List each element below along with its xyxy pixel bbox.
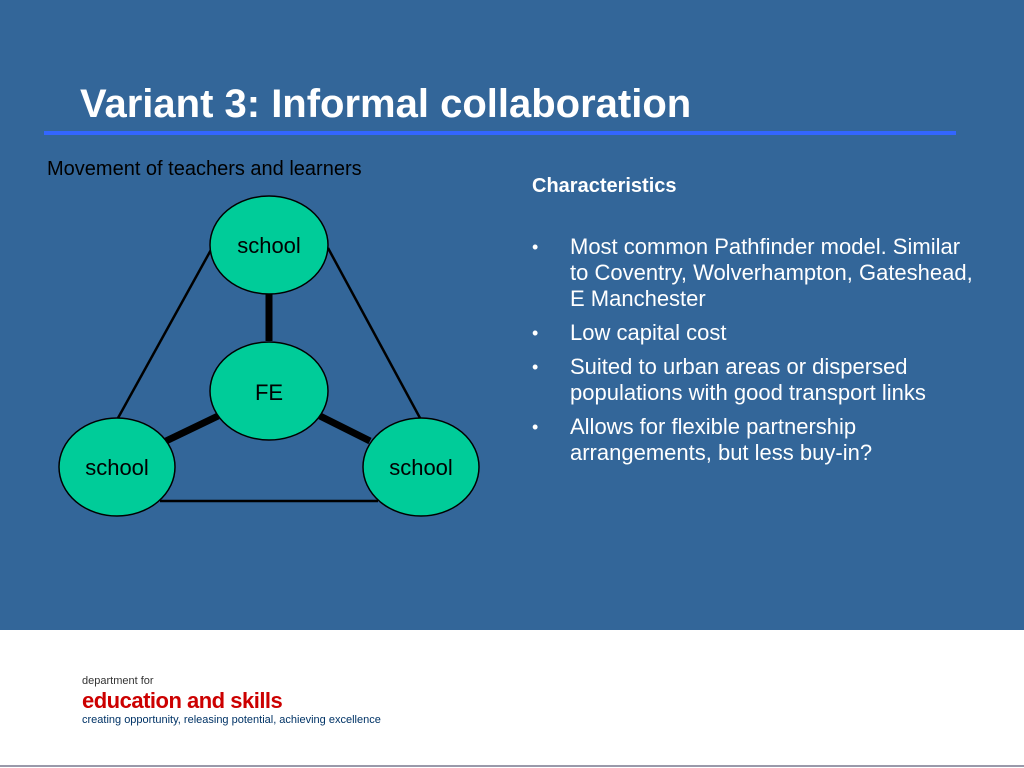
bullet-icon: • <box>532 417 539 437</box>
spoke-right-fe <box>318 412 372 445</box>
node-fe-center: FE <box>209 341 329 441</box>
slide-background: Variant 3: Informal collaboration Moveme… <box>0 0 1024 630</box>
footer-divider <box>0 765 1024 767</box>
collaboration-diagram: school FE school school <box>58 195 480 517</box>
dfes-logo: department for education and skills crea… <box>82 675 381 727</box>
title-underline <box>44 131 956 135</box>
bullet-icon: • <box>532 357 539 377</box>
list-item: • Most common Pathfinder model. Similar t… <box>532 234 982 312</box>
characteristics-list: • Most common Pathfinder model. Similar t… <box>532 234 982 466</box>
node-school-right: school <box>362 417 480 517</box>
node-fe-center-label: FE <box>255 380 283 405</box>
node-school-top-label: school <box>237 233 301 258</box>
slide-title: Variant 3: Informal collaboration <box>80 82 692 126</box>
logo-tagline-text: creating opportunity, releasing potentia… <box>82 714 381 726</box>
node-school-left: school <box>58 417 176 517</box>
bullet-text: Suited to urban areas or dispersed popul… <box>570 354 926 405</box>
list-item: • Low capital cost <box>532 320 982 346</box>
bullet-text: Low capital cost <box>570 320 727 345</box>
bullet-text: Allows for flexible partnership arrangem… <box>570 414 873 465</box>
bullet-text: Most common Pathfinder model. Similar to… <box>570 234 973 311</box>
edge-top-right <box>326 247 422 419</box>
logo-department-text: department for <box>82 675 154 687</box>
edge-top-left <box>116 247 214 419</box>
spoke-left-fe <box>164 412 220 445</box>
bullet-icon: • <box>532 237 539 257</box>
list-item: • Allows for flexible partnership arrange… <box>532 414 982 466</box>
characteristics-heading: Characteristics <box>532 175 677 197</box>
list-item: • Suited to urban areas or dispersed popu… <box>532 354 982 406</box>
node-school-right-label: school <box>389 455 453 480</box>
diagram-caption: Movement of teachers and learners <box>47 158 362 180</box>
bullet-icon: • <box>532 323 539 343</box>
characteristics-panel: Characteristics • Most common Pathfinder … <box>532 175 982 474</box>
node-school-left-label: school <box>85 455 149 480</box>
logo-name-text: education and skills <box>82 688 283 713</box>
node-school-top: school <box>209 195 329 295</box>
footer <box>0 630 1024 768</box>
